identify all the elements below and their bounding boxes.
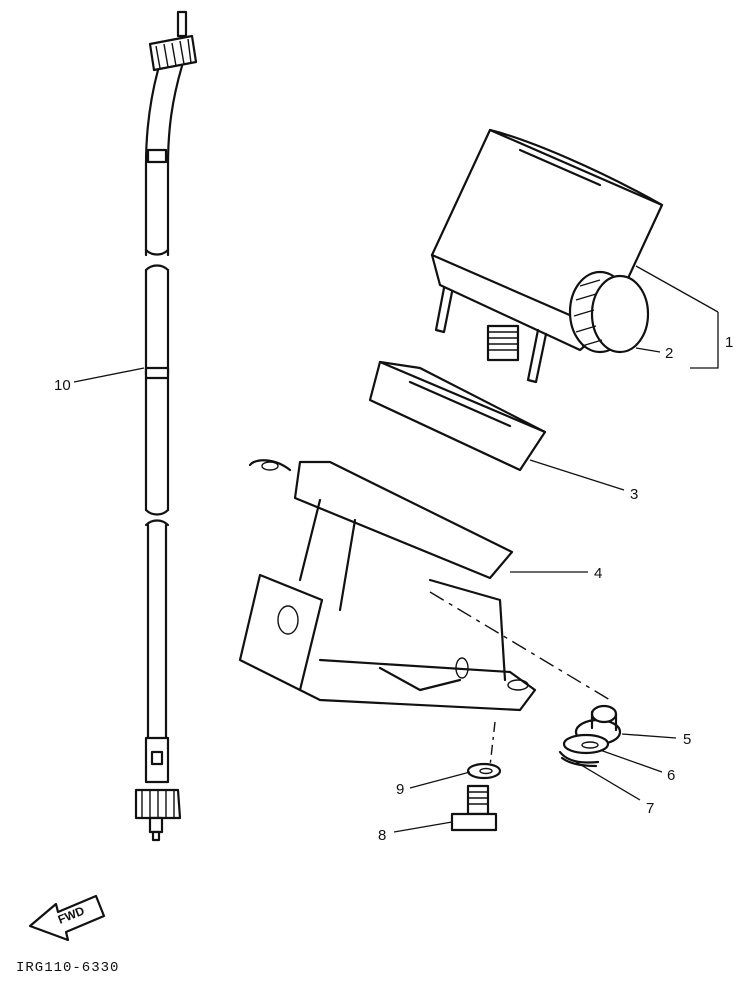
meter-bracket [238,459,611,767]
leader-lines [73,265,719,833]
speedometer-assembly [430,128,664,384]
callout-label-8: 8 [378,827,386,844]
callout-label-3: 3 [630,486,638,503]
callout-label-1: 1 [725,334,733,351]
diagram-code: IRG110-6330 [16,960,119,976]
clip [558,750,600,768]
speedometer-cable [134,10,198,842]
bolt [450,784,498,832]
callout-label-2: 2 [665,345,673,362]
callout-label-7: 7 [646,800,654,817]
lock-washer [466,762,502,780]
callout-label-6: 6 [667,767,675,784]
callout-label-4: 4 [594,565,602,582]
callout-label-5: 5 [683,731,691,748]
callout-label-9: 9 [396,781,404,798]
forward-arrow-icon: FWD [28,894,106,942]
callout-label-10: 10 [54,377,71,394]
cushion [368,360,547,472]
washer [562,733,610,755]
